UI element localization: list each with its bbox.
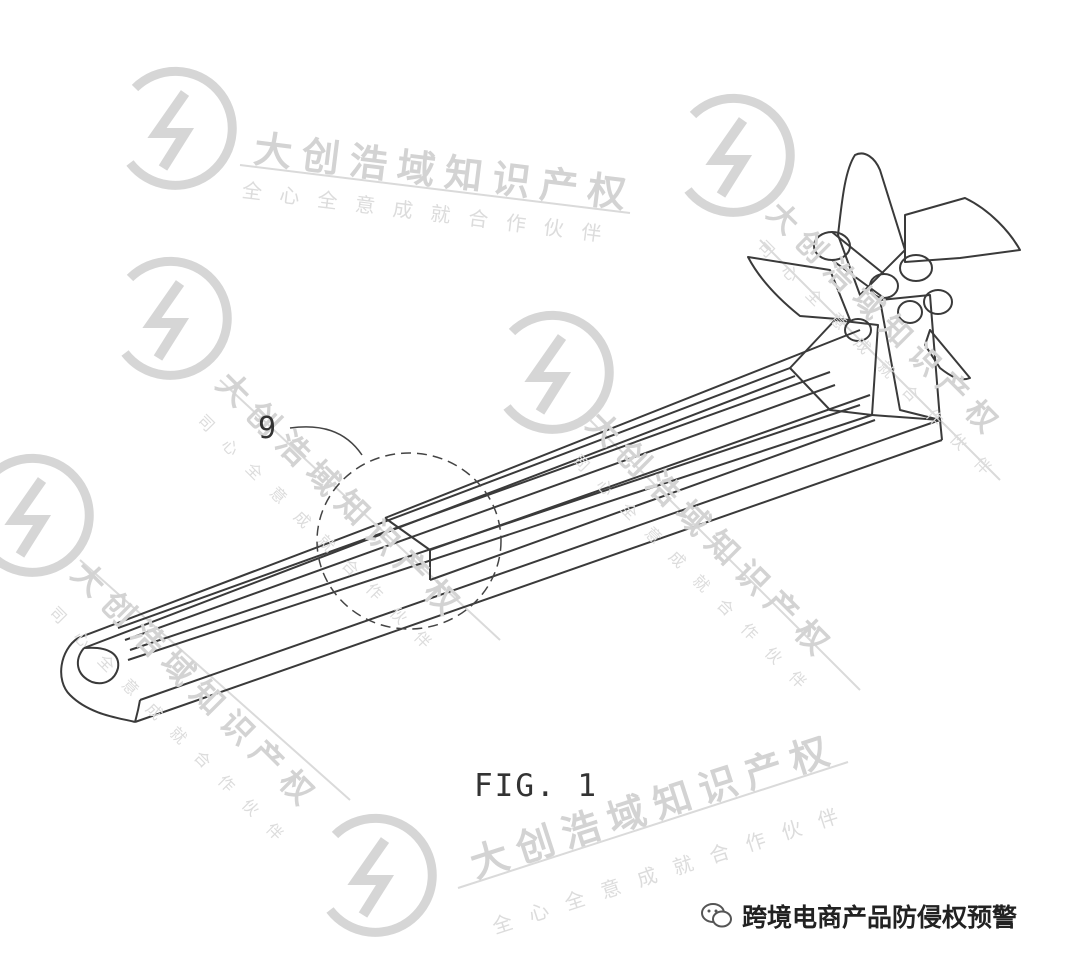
watermark-logos — [0, 66, 795, 937]
account-footer: 跨境电商产品防侵权预警 — [700, 898, 1017, 934]
watermark-logo-icon — [121, 256, 232, 380]
figure-label: FIG. 1 — [474, 768, 598, 804]
reference-numeral: 9 — [258, 411, 277, 446]
watermark-logo-icon — [126, 66, 237, 190]
watermark-logo-icon — [684, 93, 795, 217]
watermark-logo-icon — [503, 310, 614, 434]
wechat-icon — [701, 903, 732, 928]
leader-line — [289, 426, 363, 456]
watermark-logo-icon — [0, 453, 94, 577]
detail-circle — [316, 452, 502, 630]
account-name: 跨境电商产品防侵权预警 — [742, 903, 1018, 932]
rail — [60, 329, 943, 723]
roller-mechanism — [747, 152, 1021, 421]
watermark-logo-icon — [326, 813, 437, 937]
